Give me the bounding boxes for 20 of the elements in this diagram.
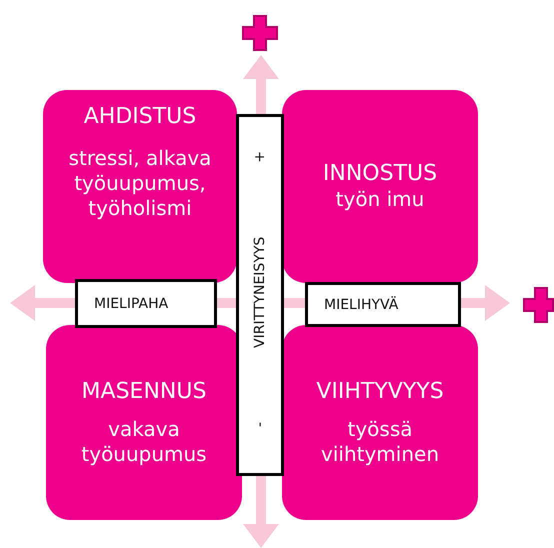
quadrant-description: työssä viihtyminen (320, 416, 440, 466)
quadrant-heading: MASENNUS (82, 378, 206, 404)
quadrant-box (46, 325, 242, 520)
quadrant-description: stressi, alkava työuupumus, työholismi (68, 146, 212, 221)
axis-label: MIELIHYVÄ (324, 296, 398, 312)
quadrant-box (282, 90, 478, 283)
quadrant-heading: VIIHTYVYYS (316, 378, 444, 404)
axis-label-box (305, 282, 461, 327)
quadrant-box (43, 90, 237, 283)
quadrant-description: vakava työuupumus (80, 416, 208, 466)
quadrant-heading: INNOSTUS (322, 161, 438, 187)
minus-sign: - (252, 422, 268, 427)
quadrant-description: työn imu (336, 187, 424, 212)
axis-label-box (75, 279, 217, 328)
quadrant-heading: AHDISTUS (84, 104, 196, 130)
axis-label: MIELIPAHA (94, 296, 168, 312)
plus-sign: + (252, 151, 268, 163)
axis-label: VIRITTYNEISYYS (252, 236, 268, 348)
quadrant-box (282, 325, 478, 520)
axis-label-box (236, 114, 284, 476)
